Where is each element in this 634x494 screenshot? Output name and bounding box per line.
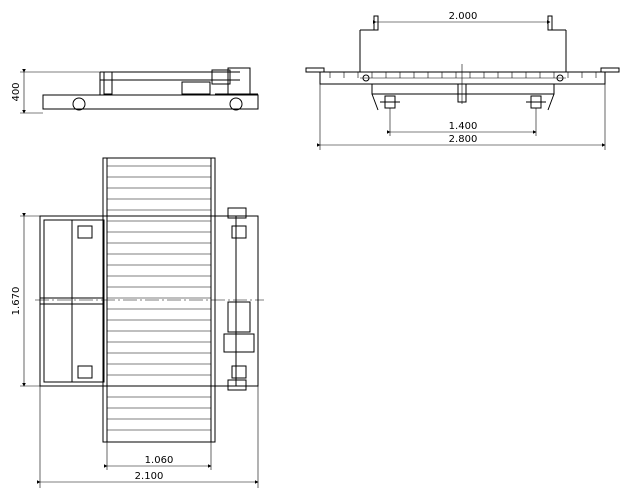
wheel-icon bbox=[77, 365, 93, 379]
dim-conveyor-width-label: 1.060 bbox=[145, 455, 174, 466]
dim-total-width-label: 2.100 bbox=[135, 471, 164, 482]
wheel-icon bbox=[526, 95, 546, 109]
end-view: 2.000 1.400 2.800 bbox=[305, 11, 620, 150]
wheel-icon bbox=[229, 97, 243, 111]
plan-view: 1.670 1.060 2.100 bbox=[11, 157, 264, 488]
dim-height-label: 400 bbox=[11, 82, 22, 101]
dim-width-top-label: 2.000 bbox=[449, 11, 478, 22]
wheel-icon bbox=[77, 225, 93, 239]
wheel-icon bbox=[231, 365, 247, 379]
side-view: 400 bbox=[11, 67, 259, 114]
dim-width-total-label: 2.800 bbox=[449, 134, 478, 145]
dim-width-mid-label: 1.400 bbox=[449, 121, 478, 132]
dim-length-label: 1.670 bbox=[11, 287, 22, 316]
wheel-icon bbox=[72, 97, 86, 111]
wheel-icon bbox=[380, 95, 400, 109]
wheel-icon bbox=[231, 225, 247, 239]
motor-icon bbox=[227, 301, 251, 333]
